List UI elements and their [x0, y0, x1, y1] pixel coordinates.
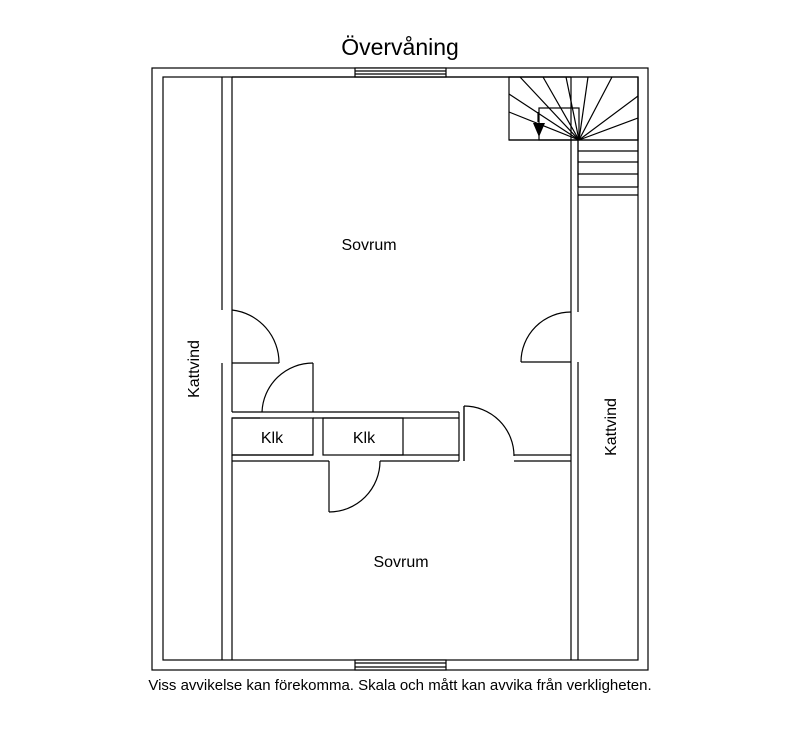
- outer-walls: [151, 67, 649, 671]
- room-label-attic-right: Kattvind: [603, 398, 620, 456]
- door-closet-left[interactable]: [260, 362, 314, 413]
- staircase: [508, 76, 639, 187]
- room-label-attic-left: Kattvind: [186, 340, 203, 398]
- window-bottom: [354, 659, 447, 671]
- window-top: [354, 67, 447, 78]
- door-closet-right[interactable]: [328, 460, 381, 513]
- attic-right-walls: [570, 77, 638, 660]
- door-lower-bedroom[interactable]: [463, 405, 515, 461]
- room-label-bedroom-upper: Sovrum: [341, 237, 396, 254]
- closet-left-box: [231, 417, 314, 456]
- room-label-bedroom-lower: Sovrum: [373, 554, 428, 571]
- floor-title: Övervåning: [341, 34, 459, 60]
- room-label-closet-right: Klk: [353, 430, 376, 447]
- door-right-attic[interactable]: [520, 311, 572, 363]
- door-left-attic[interactable]: [231, 309, 280, 364]
- room-label-closet-left: Klk: [261, 430, 284, 447]
- closet-right-box: [322, 417, 404, 456]
- attic-left-walls: [221, 77, 233, 660]
- stair-direction-arrow-icon: [533, 123, 545, 137]
- disclaimer-text: Viss avvikelse kan förekomma. Skala och …: [148, 677, 652, 694]
